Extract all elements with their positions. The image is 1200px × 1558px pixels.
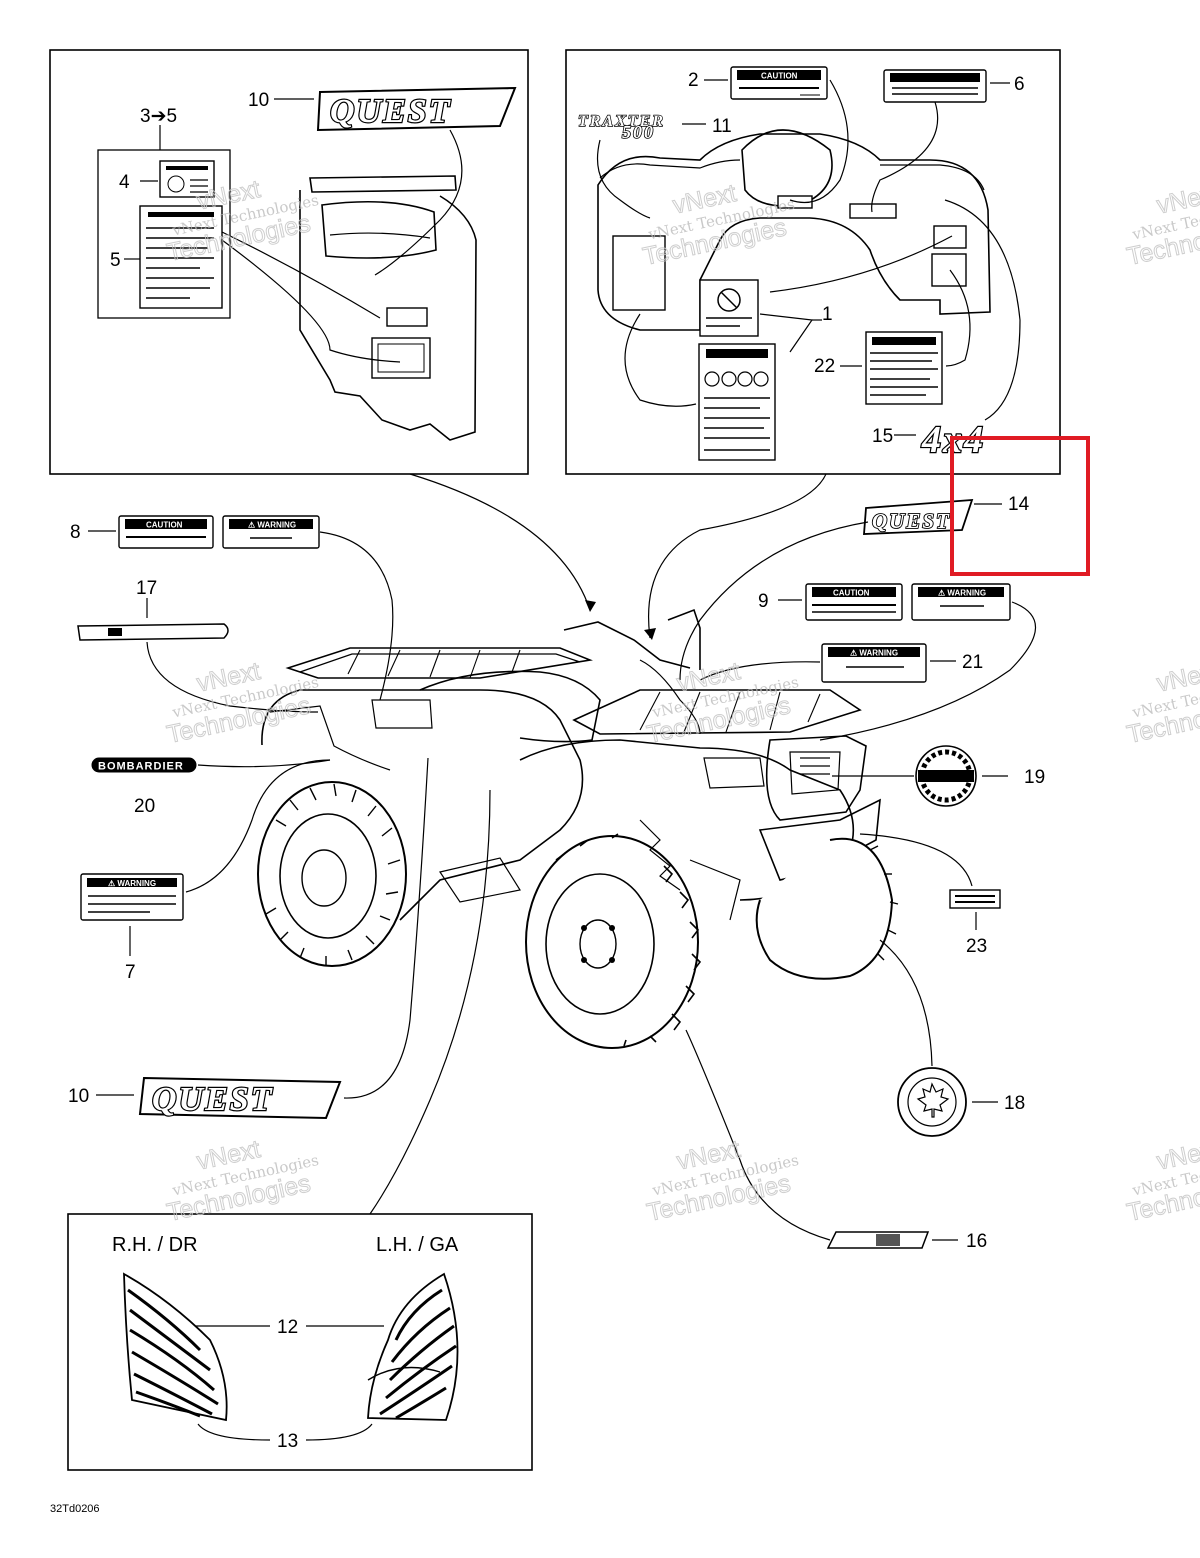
- atv-vehicle-drawing: [257, 608, 899, 1049]
- inset-left-content: QUEST: [97, 86, 517, 441]
- callout-17: 17: [136, 578, 157, 599]
- callout-14: 14: [1008, 494, 1030, 515]
- callout-16: 16: [966, 1231, 987, 1252]
- svg-text:QUEST: QUEST: [152, 1081, 273, 1118]
- inset-side-decals-frame: [67, 1213, 533, 1471]
- highlight-box: [950, 436, 1090, 576]
- callout-3-5: 3➔5: [140, 106, 177, 127]
- callout-23: 23: [966, 936, 987, 957]
- decal-1-top: [699, 279, 759, 337]
- drawing-code: 32Td0206: [50, 1503, 100, 1515]
- callout-5: 5: [110, 250, 121, 271]
- decal-6: [883, 69, 987, 103]
- svg-text:BOMBARDIER: BOMBARDIER: [98, 761, 184, 773]
- label-left-hand: L.H. / GA: [376, 1234, 459, 1256]
- svg-text:⚠ WARNING: ⚠ WARNING: [108, 879, 156, 888]
- callout-15: 15: [872, 426, 893, 447]
- quest-logo-text: QUEST: [330, 93, 451, 130]
- callout-10-bottom: 10: [68, 1086, 89, 1107]
- callout-20: 20: [134, 796, 155, 817]
- decal-21-warning: ⚠ WARNING: [821, 643, 927, 683]
- watermarks: vNext vNext Technologies Technologies vN…: [164, 174, 1200, 1227]
- decal-11-traxter: TRAXTER 500: [577, 112, 665, 143]
- decal-16-stripe: [826, 1231, 930, 1249]
- decal-22-danger: [865, 331, 943, 405]
- svg-text:500: 500: [622, 122, 655, 142]
- svg-text:CAUTION: CAUTION: [761, 72, 798, 81]
- callout-10-top: 10: [248, 90, 269, 111]
- callout-2: 2: [688, 70, 699, 91]
- inset-front-frame: [565, 49, 1061, 475]
- decal-10-quest-top: QUEST: [316, 86, 517, 131]
- callout-19: 19: [1024, 767, 1045, 788]
- callout-numbers: 10 3➔5 4 5 2 6 11 1 22 15 14 8 17 9 21 1…: [68, 70, 1045, 1452]
- decal-8-pair: CAUTION ⚠ WARNING: [118, 515, 320, 549]
- callout-11: 11: [712, 116, 732, 137]
- callout-9: 9: [758, 591, 769, 612]
- decal-14-quest-small: QUEST: [863, 499, 974, 535]
- decal-18-maple-leaf: [897, 1067, 967, 1137]
- callout-8: 8: [70, 522, 81, 543]
- decal-20-bombardier: BOMBARDIER: [91, 757, 197, 773]
- decal-19-round: [915, 745, 977, 807]
- decal-23: [949, 889, 1001, 909]
- callout-18: 18: [1004, 1093, 1025, 1114]
- decal-5: [139, 205, 223, 309]
- callout-22: 22: [814, 356, 835, 377]
- svg-text:⚠ WARNING: ⚠ WARNING: [850, 649, 898, 658]
- front-left-wheel: [525, 833, 702, 1049]
- callout-4: 4: [119, 172, 130, 193]
- svg-text:TRAXTER: TRAXTER: [578, 113, 665, 130]
- decal-7-warning: ⚠ WARNING: [80, 873, 184, 921]
- svg-text:⚠ WARNING: ⚠ WARNING: [248, 521, 296, 530]
- decal-10-quest-bottom: QUEST: [138, 1076, 342, 1119]
- svg-text:QUEST: QUEST: [872, 509, 951, 533]
- decal-17-stripe: [77, 623, 229, 641]
- rear-wheel: [257, 781, 407, 967]
- svg-text:⚠ WARNING: ⚠ WARNING: [938, 589, 986, 598]
- decal-1-bottom: [698, 343, 776, 461]
- side-decal-lh: [367, 1272, 459, 1421]
- callout-1: 1: [822, 304, 833, 325]
- label-right-hand: R.H. / DR: [112, 1234, 198, 1256]
- inset-rear-fender-frame: [49, 49, 529, 475]
- callout-21: 21: [962, 652, 983, 673]
- callout-12: 12: [277, 1317, 298, 1338]
- decal-9-pair: CAUTION ⚠ WARNING: [805, 583, 1011, 621]
- front-right-wheel: [755, 837, 899, 980]
- decal-2-caution: CAUTION: [730, 66, 828, 100]
- svg-text:CAUTION: CAUTION: [146, 521, 183, 530]
- callout-7: 7: [125, 962, 136, 983]
- side-decal-rh: [123, 1272, 228, 1422]
- svg-text:CAUTION: CAUTION: [833, 589, 870, 598]
- callout-6: 6: [1014, 74, 1025, 95]
- callout-13: 13: [277, 1431, 298, 1452]
